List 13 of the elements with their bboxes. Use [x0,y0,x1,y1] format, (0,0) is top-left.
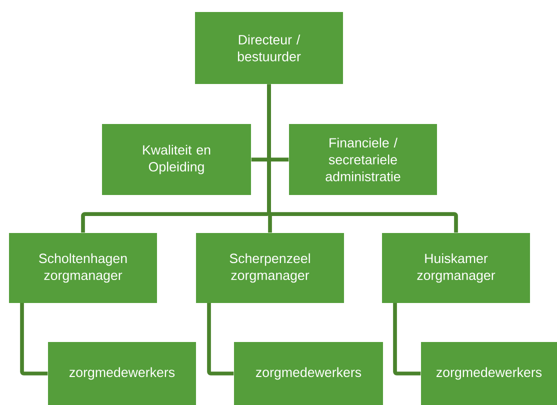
org-box: Financiele / secretariele administratie [289,124,437,195]
org-box: Directeur / bestuurder [195,12,343,84]
org-box: Kwaliteit en Opleiding [102,124,251,195]
org-box: zorgmedewerkers [421,342,557,405]
org-box: Huiskamer zorgmanager [382,233,530,303]
org-box: Scherpenzeel zorgmanager [196,233,344,303]
connector-line [207,303,234,376]
connector-line [393,303,421,376]
org-box: zorgmedewerkers [234,342,383,405]
connector-line [267,84,458,233]
org-box: zorgmedewerkers [48,342,196,405]
org-box: Scholtenhagen zorgmanager [9,233,157,303]
connector-line [20,303,48,376]
